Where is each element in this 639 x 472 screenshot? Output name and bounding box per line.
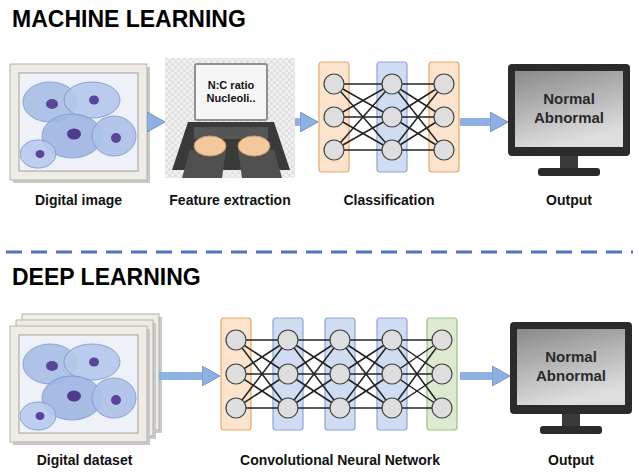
stage-caption: Convolutional Neural Network — [240, 452, 440, 468]
screen-text: Normal — [545, 348, 597, 367]
network-pictures — [221, 62, 459, 430]
laptop-node: Feature extractionN:C ratio Nucleoli.. — [165, 58, 295, 178]
caption-holder: Convolutional Neural Network — [240, 452, 440, 468]
layer-band — [325, 318, 355, 430]
neuron — [330, 330, 350, 350]
neuron — [382, 74, 402, 94]
neuron — [432, 398, 452, 418]
image-node: Digital image — [10, 64, 147, 180]
neuron — [382, 330, 402, 350]
layer-band — [377, 62, 407, 172]
neuron — [278, 330, 298, 350]
laptop-screen — [195, 64, 267, 120]
neuron — [330, 364, 350, 384]
neuron — [324, 107, 344, 127]
network-node: Classification — [318, 62, 460, 172]
cnn-node: Convolutional Neural Network — [220, 318, 460, 430]
neuron — [330, 398, 350, 418]
separator-line — [6, 251, 633, 254]
caption-holder: Output — [548, 452, 594, 468]
neuron — [278, 364, 298, 384]
hand — [238, 136, 270, 156]
hand — [194, 136, 226, 156]
layer-band — [377, 318, 407, 430]
stage-caption: Output — [548, 452, 594, 468]
screen-text: Normal — [543, 90, 595, 109]
connectors — [147, 122, 498, 376]
neuron — [432, 330, 452, 350]
section-heading: DEEP LEARNING — [12, 264, 201, 291]
monitor-node: OutputNormalAbnormal — [510, 322, 632, 434]
monitor — [510, 322, 632, 434]
neuron — [382, 107, 402, 127]
section-heading: MACHINE LEARNING — [12, 6, 246, 33]
layer-band — [427, 318, 457, 430]
neuron — [432, 364, 452, 384]
stage-caption: Output — [546, 192, 592, 208]
monitor-node: OutputNormalAbnormal — [508, 64, 630, 176]
neuron — [324, 74, 344, 94]
flow-arrow — [295, 118, 306, 126]
stage-caption: Classification — [343, 192, 434, 208]
neuron — [434, 107, 454, 127]
stage-caption: Feature extraction — [169, 192, 290, 208]
caption-holder: Digital dataset — [37, 452, 133, 468]
image-frame — [10, 326, 150, 445]
caption-holder: Feature extraction — [169, 192, 290, 208]
neural-network-picture — [319, 62, 459, 172]
neuron — [226, 330, 246, 350]
neuron — [434, 140, 454, 160]
caption-holder: Digital image — [35, 192, 122, 208]
dataset-node: Digital dataset — [10, 314, 159, 442]
digital-dataset-picture — [10, 314, 162, 445]
flow-arrow — [147, 118, 153, 126]
neuron — [226, 364, 246, 384]
stage-caption: Digital dataset — [37, 452, 133, 468]
caption-holder: Output — [546, 192, 592, 208]
flow-arrow — [460, 118, 496, 126]
neuron — [226, 398, 246, 418]
laptop-picture — [165, 58, 295, 178]
stage-caption: Digital image — [35, 192, 122, 208]
flow-arrow — [460, 372, 498, 380]
monitor — [508, 64, 630, 176]
layer-band — [273, 318, 303, 430]
layer-band — [221, 318, 251, 430]
neural-network-picture — [221, 318, 457, 430]
screen-text: N:C ratio Nucleoli.. — [199, 79, 263, 105]
image-frame — [10, 64, 150, 183]
layer-band — [429, 62, 459, 172]
neuron — [382, 140, 402, 160]
screen-text-area: NormalAbnormal — [517, 329, 625, 405]
monitor-picture — [508, 64, 630, 176]
neuron — [382, 398, 402, 418]
neuron — [324, 140, 344, 160]
neuron — [382, 364, 402, 384]
flow-arrow — [159, 372, 208, 380]
neuron — [278, 398, 298, 418]
layer-band — [319, 62, 349, 172]
monitor-picture — [510, 322, 632, 434]
neuron — [434, 74, 454, 94]
laptop-ground — [165, 58, 295, 178]
digital-image-picture — [10, 64, 150, 183]
caption-holder: Classification — [343, 192, 434, 208]
screen-text: Abnormal — [536, 367, 606, 386]
screen-text-area: N:C ratio Nucleoli.. — [195, 64, 267, 120]
screen-text-area: NormalAbnormal — [515, 71, 623, 147]
screen-text: Abnormal — [534, 109, 604, 128]
